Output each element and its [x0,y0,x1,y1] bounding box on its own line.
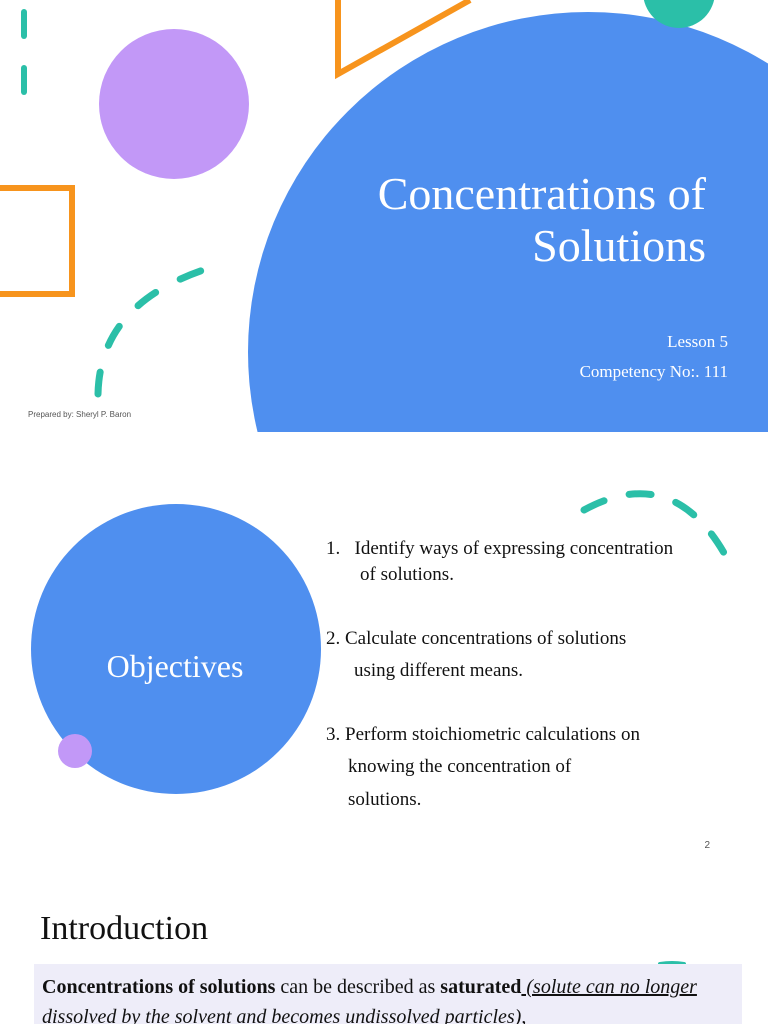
credit-text: Prepared by: Sheryl P. Baron [28,410,132,419]
teal-circle-top [643,0,715,28]
objective-item-2-cont: using different means. [354,660,524,681]
slide-gap [0,868,768,884]
objective-text: Perform stoichiometric calculations on [345,724,640,745]
purple-small-circle [58,734,92,768]
slide-title: Concentrations of Solutions [286,168,706,272]
intro-text-end: , [521,1006,527,1024]
decorative-shapes [0,0,768,432]
orange-triangle [335,0,472,80]
introduction-slide: Introduction Concentrations of solutions… [0,884,768,1024]
objective-num: 3. [326,724,341,745]
objective-num: 1. [326,538,341,559]
page-number: 2 [704,840,710,851]
intro-text: can be described as [275,976,441,998]
objective-num: 2. [326,628,341,649]
objective-item-3-cont: knowing the concentration of [348,756,572,777]
teal-dashed-arc [94,262,220,398]
objective-item-3: 3. Perform stoichiometric calculations o… [326,724,640,746]
objective-text: Calculate concentrations of solutions [345,628,627,649]
teal-dash-fragment [658,961,686,966]
introduction-heading: Introduction [40,910,209,947]
intro-definition: (solute can no longer dissolved by the s… [42,976,697,1024]
objective-item-1-cont: of solutions. [360,564,454,585]
title-line-1: Concentrations of [377,168,706,219]
objectives-shapes [31,490,738,794]
intro-bold-term: Concentrations of solutions [42,976,276,998]
teal-dashed-arc-right [580,490,738,576]
intro-bold-saturated: saturated [440,976,522,998]
blue-half-circle [248,12,768,432]
introduction-text-box: Concentrations of solutions can be descr… [34,964,742,1024]
title-slide: Concentrations of Solutions Lesson 5 Com… [0,0,768,432]
title-line-2: Solutions [532,220,706,271]
purple-circle [99,29,249,179]
objective-item-1: 1. Identify ways of expressing concentra… [326,538,673,560]
objectives-slide: Objectives 1. Identify ways of expressin… [0,448,768,868]
blue-objectives-circle [31,504,321,794]
competency-label: Competency No:. 111 [579,362,728,381]
objective-text: Identify ways of expressing concentratio… [354,538,674,559]
intro-shapes [658,961,686,966]
objective-item-2: 2. Calculate concentrations of solutions [326,628,626,650]
slide-gap [0,432,768,448]
objectives-title: Objectives [106,648,244,684]
orange-square [0,185,75,297]
lesson-label: Lesson 5 [667,332,728,351]
objective-item-3-cont2: solutions. [348,789,422,810]
